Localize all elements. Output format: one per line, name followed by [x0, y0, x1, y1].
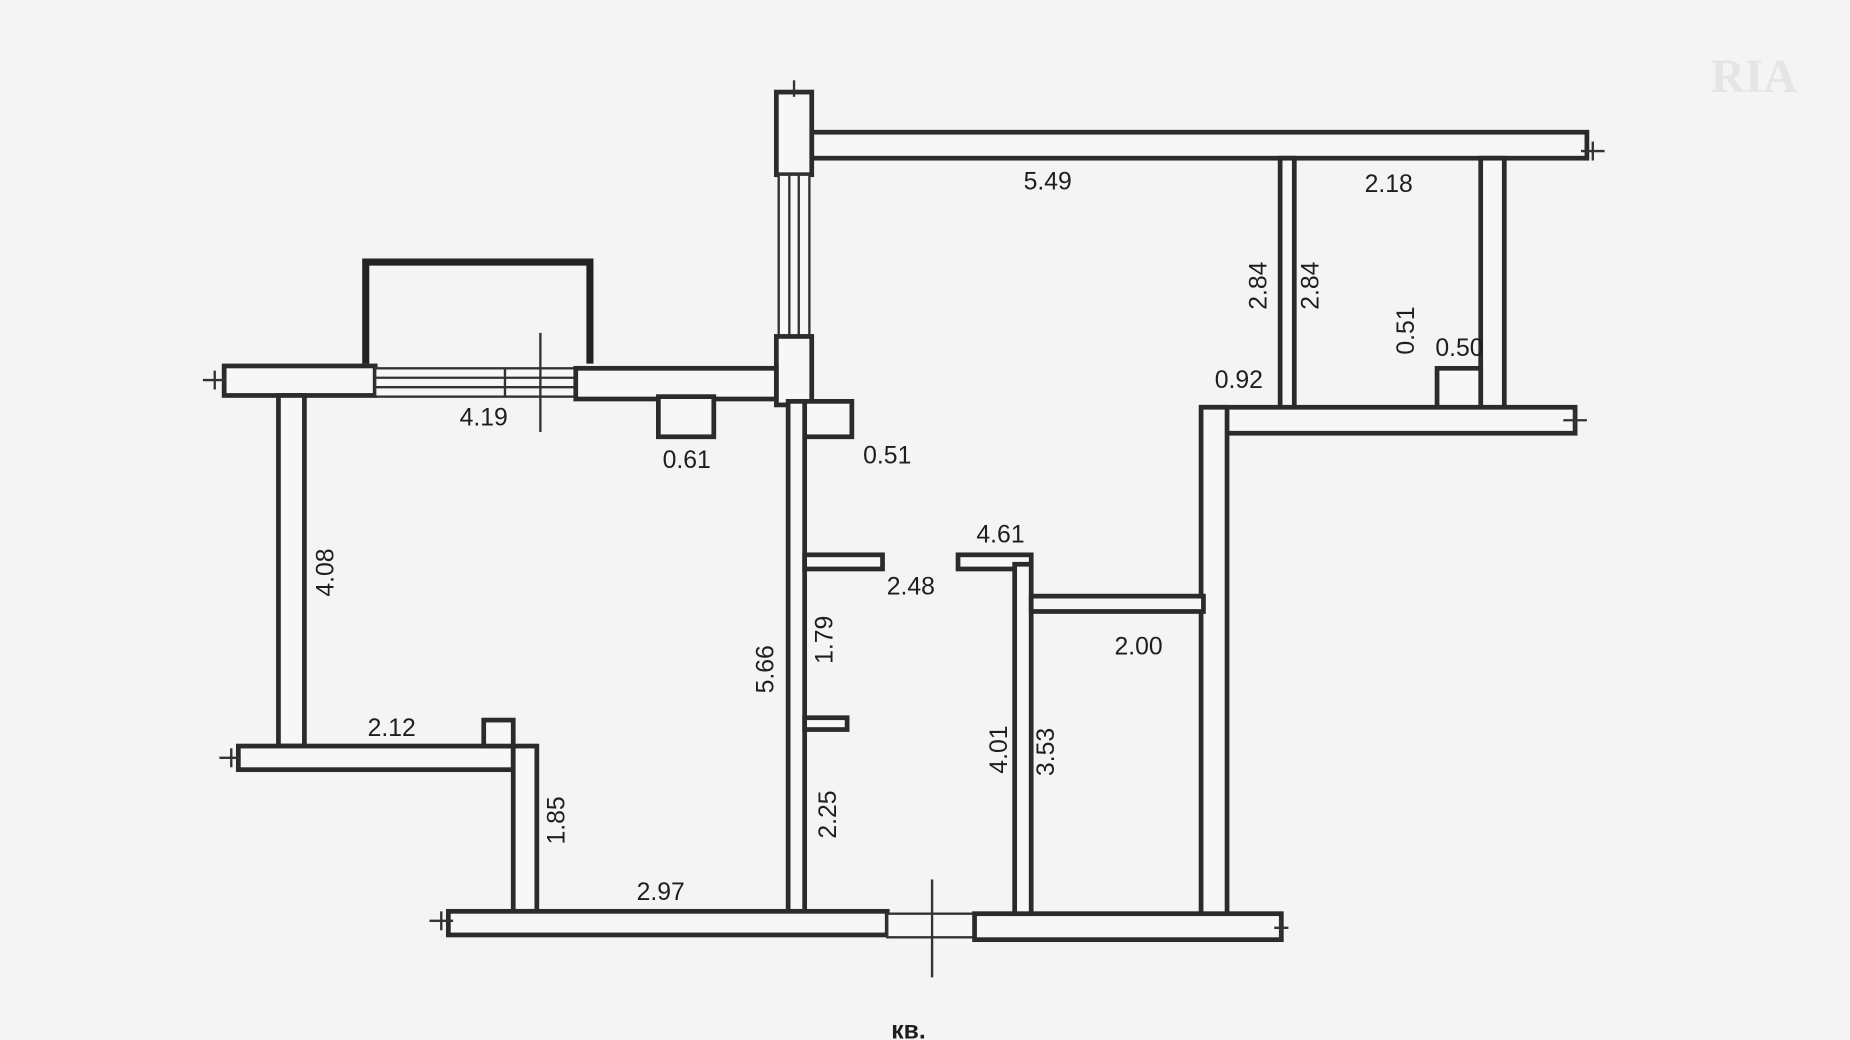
- wall-end-mark: [429, 911, 454, 931]
- wall-bottom-left: [445, 908, 890, 938]
- wall-end-mark: [1580, 141, 1605, 161]
- window-glass: [375, 332, 576, 433]
- wall-left-lower: [510, 743, 540, 914]
- watermark-logo: RIA: [1711, 51, 1798, 103]
- dim-label: 0.51: [1393, 306, 1420, 354]
- balcony-window: [374, 367, 577, 398]
- wall-upper-right: [1201, 404, 1578, 436]
- room-wall-top: [1028, 593, 1206, 614]
- dim-label: 2.12: [368, 715, 416, 742]
- door-stub: [802, 715, 850, 732]
- dim-label: 5.49: [1024, 169, 1072, 196]
- column-top: [773, 89, 815, 178]
- storage-wall-left: [1277, 155, 1297, 414]
- step-box: [481, 717, 516, 749]
- dim-label: 1.79: [811, 616, 838, 664]
- dim-label: 4.01: [986, 725, 1013, 773]
- dim-label: 2.25: [815, 790, 842, 838]
- dim-label: 5.66: [752, 645, 779, 693]
- wall-end-mark: [202, 370, 227, 390]
- dim-label: 4.19: [460, 405, 508, 432]
- wall-end-mark: [219, 748, 241, 768]
- dim-label: 2.48: [887, 573, 935, 600]
- dim-label: 2.84: [1298, 261, 1325, 309]
- corridor-wall-a: [802, 552, 885, 572]
- dim-label: 0.61: [663, 447, 711, 474]
- wall-top-middle: [573, 365, 779, 402]
- dim-label: 3.53: [1033, 728, 1060, 776]
- dim-label: 0.50: [1435, 335, 1483, 362]
- wall-top: [809, 129, 1590, 161]
- dim-label: 2.00: [1114, 634, 1162, 661]
- storage-notch: [1434, 365, 1484, 414]
- dim-label: 4.61: [976, 521, 1024, 548]
- column-middle: [773, 334, 815, 408]
- dim-label: 2.18: [1365, 171, 1413, 198]
- column-small: [802, 399, 855, 440]
- dim-label: 2.97: [637, 879, 685, 906]
- dim-label: 0.51: [863, 442, 911, 469]
- dim-label: 0.92: [1215, 367, 1263, 394]
- wall-right-vertical: [1198, 404, 1230, 918]
- niche: [655, 394, 717, 440]
- balcony: [362, 258, 594, 364]
- storage-wall-right: [1478, 155, 1507, 414]
- wall-left-step: [235, 743, 516, 773]
- window-glass: [788, 174, 800, 337]
- wall-middle: [785, 399, 808, 914]
- dim-label: 1.85: [544, 796, 571, 844]
- window-vertical: [777, 173, 811, 338]
- bath-wall-right: [1012, 561, 1034, 917]
- wall-bottom-right: [972, 911, 1284, 943]
- wall-top-left: [221, 363, 378, 398]
- wall-left: [276, 393, 307, 749]
- entrance-label: кв.: [891, 1017, 926, 1040]
- dim-label: 2.84: [1246, 261, 1273, 309]
- wall-end-mark: [1274, 918, 1289, 940]
- wall-end-mark: [1563, 410, 1587, 430]
- dim-label: 4.08: [312, 548, 339, 596]
